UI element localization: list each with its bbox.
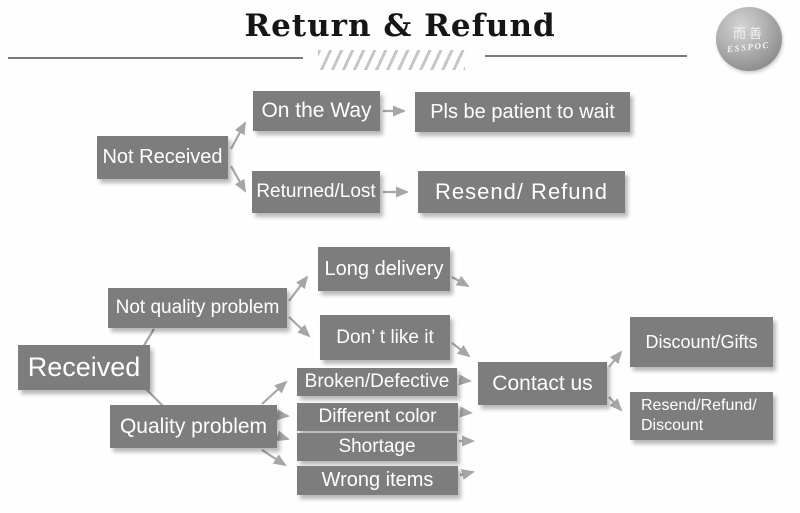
page-title: Return & Refund xyxy=(244,8,556,44)
node-shortage: Shortage xyxy=(297,433,457,461)
node-resend-refund: Resend/ Refund xyxy=(418,171,625,213)
node-received: Received xyxy=(18,345,150,390)
arrow-wrong-items-out xyxy=(459,469,475,480)
node-pls-be-patient: Pls be patient to wait xyxy=(415,92,630,132)
arrow-quality-to-different xyxy=(276,409,290,421)
arrow-dont-like-to-contact xyxy=(451,342,471,358)
node-not-quality-problem: Not quality problem xyxy=(108,288,287,328)
node-long-delivery: Long delivery xyxy=(318,247,450,291)
title-underline-left xyxy=(8,57,303,59)
arrow-quality-to-shortage xyxy=(275,430,290,442)
node-broken-defective: Broken/Defective xyxy=(297,368,457,396)
logo-brand-text: ESSPOC xyxy=(727,40,771,55)
node-on-the-way: On the Way xyxy=(253,91,380,131)
arrow-broken-to-contact xyxy=(458,374,472,386)
logo-chinese-text: 而善 xyxy=(732,25,765,41)
arrow-not-quality-to-dont-like xyxy=(288,316,311,338)
arrow-not-quality-to-long-delivery xyxy=(288,275,309,302)
node-dont-like-it: Don’ t like it xyxy=(320,315,450,360)
line-received-to-quality xyxy=(145,388,164,407)
node-resend-refund-discount-line1: Resend/Refund/ xyxy=(641,397,757,414)
node-resend-refund-discount: Resend/Refund/ Discount xyxy=(630,392,773,440)
arrow-contact-to-resend-refund-discount xyxy=(608,396,623,412)
brand-logo: 而善 ESSPOC xyxy=(716,7,782,71)
arrow-quality-to-broken xyxy=(261,380,288,405)
arrow-contact-to-discount-gifts xyxy=(608,350,623,368)
node-not-received: Not Received xyxy=(97,136,228,179)
arrow-quality-to-wrong xyxy=(261,449,287,467)
arrow-different-out xyxy=(459,406,473,418)
node-resend-refund-discount-line2: Discount xyxy=(641,417,704,434)
arrow-not-received-to-on-the-way xyxy=(230,121,246,150)
node-returned-lost: Returned/Lost xyxy=(252,171,380,213)
hatch-decoration xyxy=(318,50,465,70)
arrow-not-received-to-returned-lost xyxy=(230,165,246,193)
node-contact-us: Contact us xyxy=(478,362,607,405)
node-quality-problem: Quality problem xyxy=(110,405,277,448)
title-underline-right xyxy=(485,55,687,57)
node-discount-gifts: Discount/Gifts xyxy=(630,317,773,367)
node-different-color: Different color xyxy=(297,403,458,431)
arrow-long-delivery-out xyxy=(451,275,470,287)
node-wrong-items: Wrong items xyxy=(297,466,458,495)
